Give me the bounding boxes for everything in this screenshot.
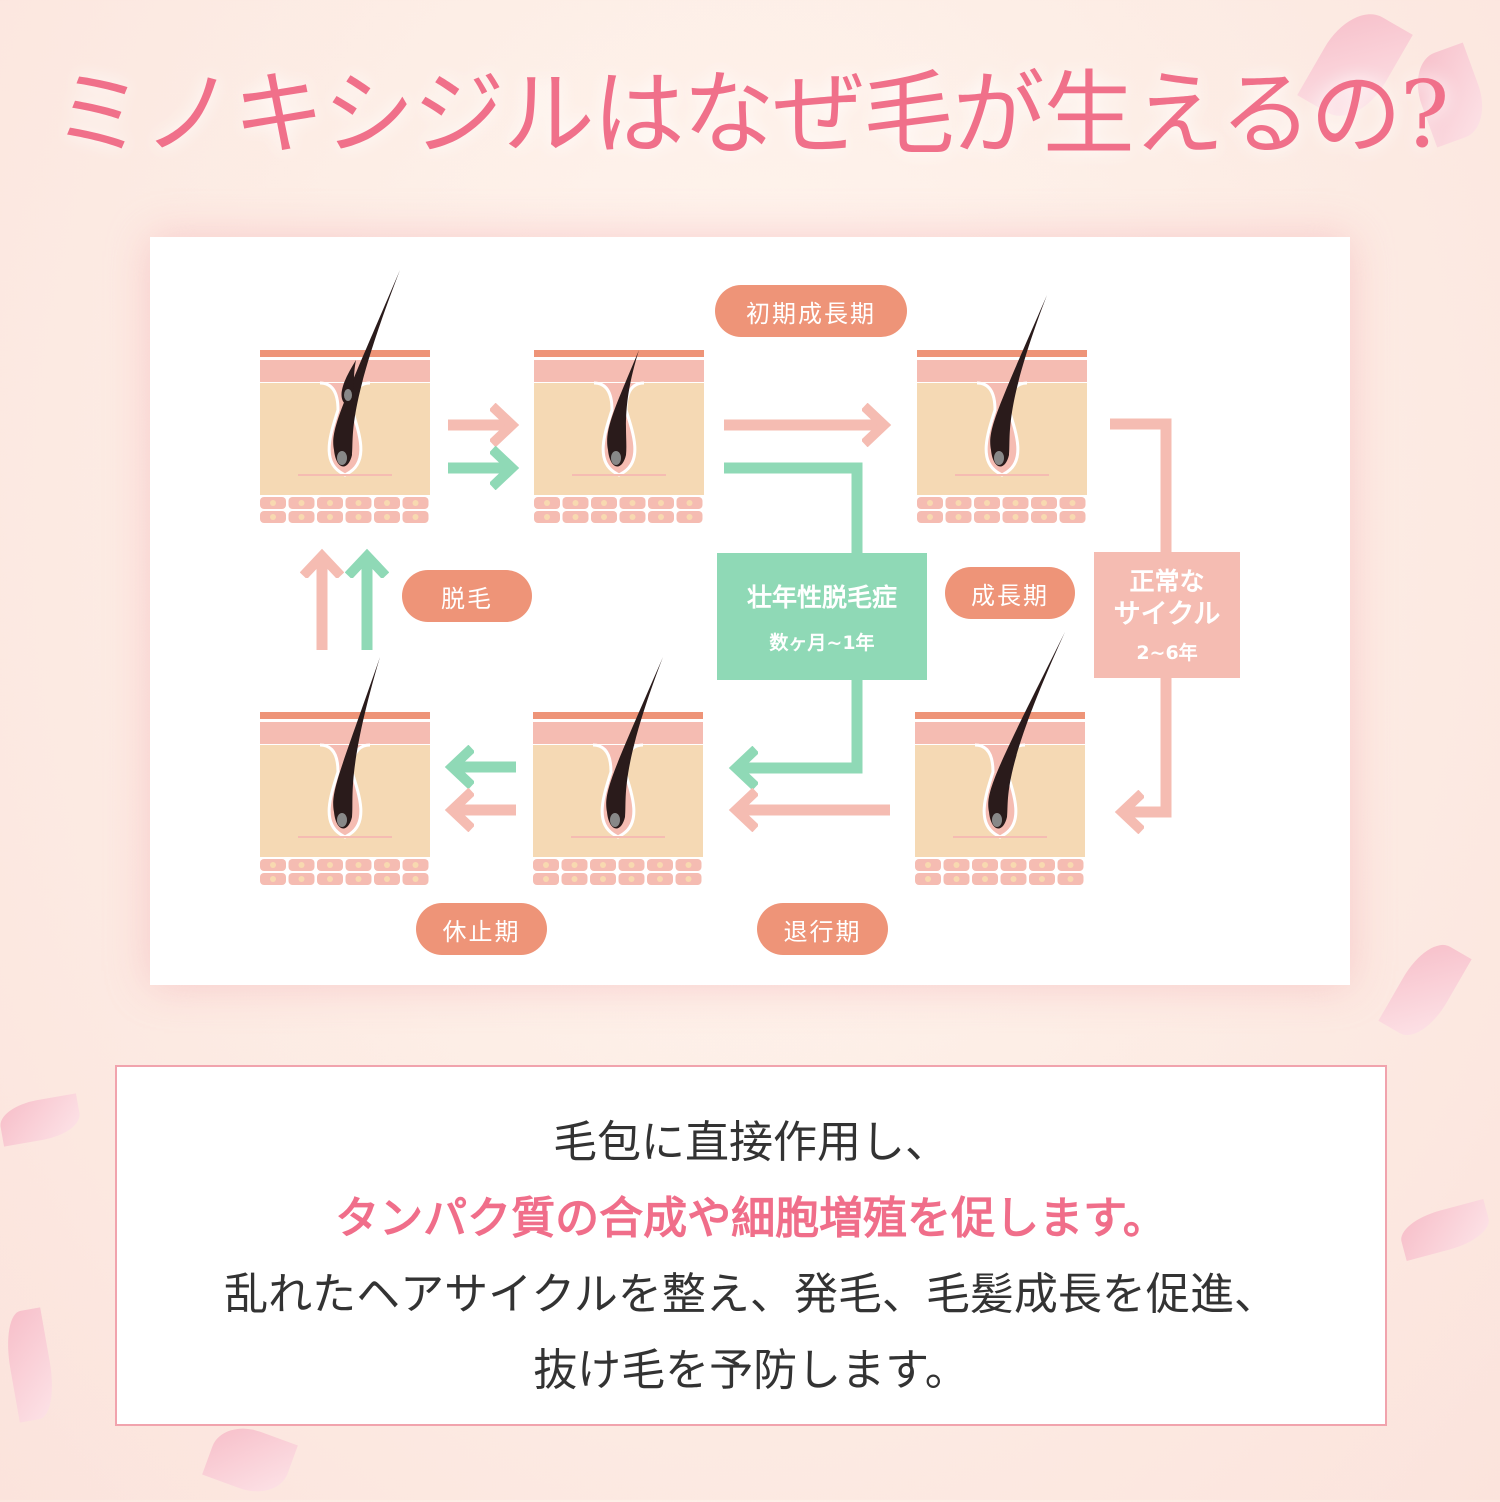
label-telogen: 休止期 (416, 903, 547, 955)
hair-follicle-illustration (260, 270, 430, 523)
aga-title: 壮年性脱毛症 (746, 583, 897, 612)
hair-follicle-illustration (915, 632, 1085, 885)
message-line-3: 乱れたヘアサイクルを整え、発毛、毛髪成長を促進、 (224, 1269, 1278, 1320)
aga-box: 壮年性脱毛症 数ヶ月~1年 (717, 553, 927, 680)
arrow-pink-normal-to-6 (1122, 676, 1172, 812)
hair-follicle-illustration (533, 657, 703, 885)
label-early-growth: 初期成長期 (715, 285, 907, 337)
label-catagen: 退行期 (757, 903, 888, 955)
message-line-2-highlight: タンパク質の合成や細胞増殖を促します。 (335, 1193, 1167, 1244)
aga-duration: 数ヶ月~1年 (769, 632, 875, 654)
normal-title-2: サイクル (1113, 598, 1221, 630)
arrow-pink-3-to-normal (1110, 418, 1172, 555)
page-title: ミノキシジルはなぜ毛が生えるの? (52, 61, 1450, 168)
message-line-4: 抜け毛を予防します。 (533, 1345, 969, 1396)
arrow-green-2-to-aga (724, 462, 863, 555)
hair-follicle-illustration (917, 295, 1087, 523)
label-growth: 成長期 (945, 567, 1075, 619)
explanation-box: 毛包に直接作用し、 タンパク質の合成や細胞増殖を促します。 乱れたヘアサイクルを… (115, 1065, 1387, 1426)
hair-follicle-illustration (534, 350, 704, 523)
normal-cycle-box: 正常な サイクル 2~6年 (1094, 552, 1240, 678)
normal-duration: 2~6年 (1136, 641, 1198, 664)
arrow-green-aga-to-5 (736, 678, 863, 768)
hair-follicle-illustration (260, 657, 430, 885)
label-shedding: 脱毛 (402, 570, 532, 622)
normal-title-1: 正常な (1129, 566, 1205, 596)
message-line-1: 毛包に直接作用し、 (553, 1117, 949, 1168)
